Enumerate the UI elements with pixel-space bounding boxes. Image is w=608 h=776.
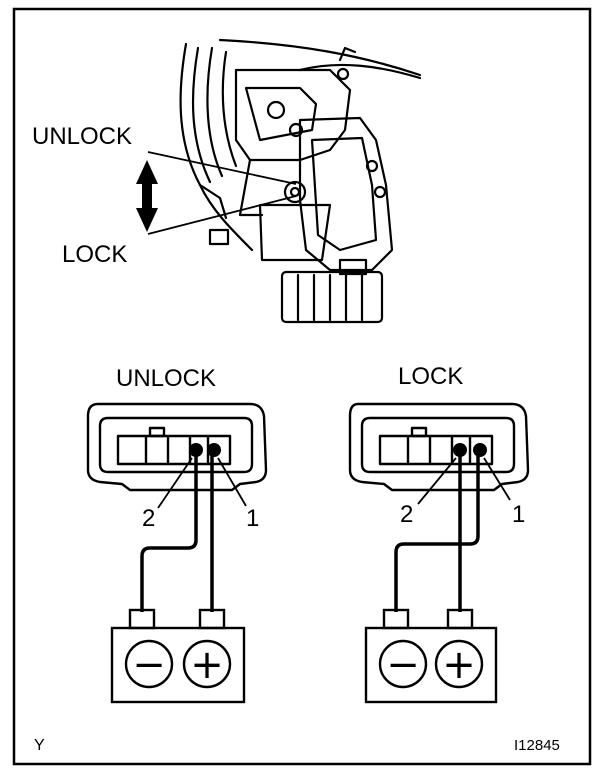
battery-icon: [110, 608, 246, 704]
left-pin1-label: 1: [246, 505, 259, 532]
right-terminal-1: [473, 443, 487, 457]
connector-icon: [86, 402, 268, 492]
lock-leader-line: [147, 195, 297, 235]
right-wire-negative: [394, 456, 480, 612]
left-wire-negative: [140, 456, 198, 612]
left-terminal-1: [207, 443, 221, 457]
right-pin2-leader: [417, 457, 457, 505]
left-pin1-leader: [217, 457, 247, 507]
battery-icon: [364, 608, 498, 704]
figure-border: [12, 7, 592, 766]
top-lock-label: LOCK: [62, 241, 127, 268]
left-pin2-label: 2: [142, 505, 155, 532]
panel-right-title: LOCK: [398, 363, 463, 390]
door-lock-actuator-icon: [179, 38, 422, 324]
left-battery-plus: +: [190, 642, 224, 688]
right-pin2-label: 2: [400, 501, 413, 528]
right-terminal-2: [453, 443, 467, 457]
double-arrow-icon: [136, 160, 158, 232]
left-terminal-2: [189, 443, 203, 457]
left-battery-minus: −: [132, 642, 166, 688]
right-pin1-label: 1: [512, 501, 525, 528]
right-battery-minus: −: [386, 642, 420, 688]
connector-icon: [348, 402, 530, 492]
right-battery-plus: +: [442, 642, 476, 688]
left-pin2-leader: [157, 457, 193, 509]
panel-left-title: UNLOCK: [116, 365, 216, 392]
figure-id: I12845: [514, 737, 560, 754]
corner-code: Y: [34, 737, 45, 754]
top-unlock-label: UNLOCK: [32, 123, 132, 150]
unlock-leader-line: [147, 151, 297, 185]
right-pin1-leader: [483, 457, 511, 501]
